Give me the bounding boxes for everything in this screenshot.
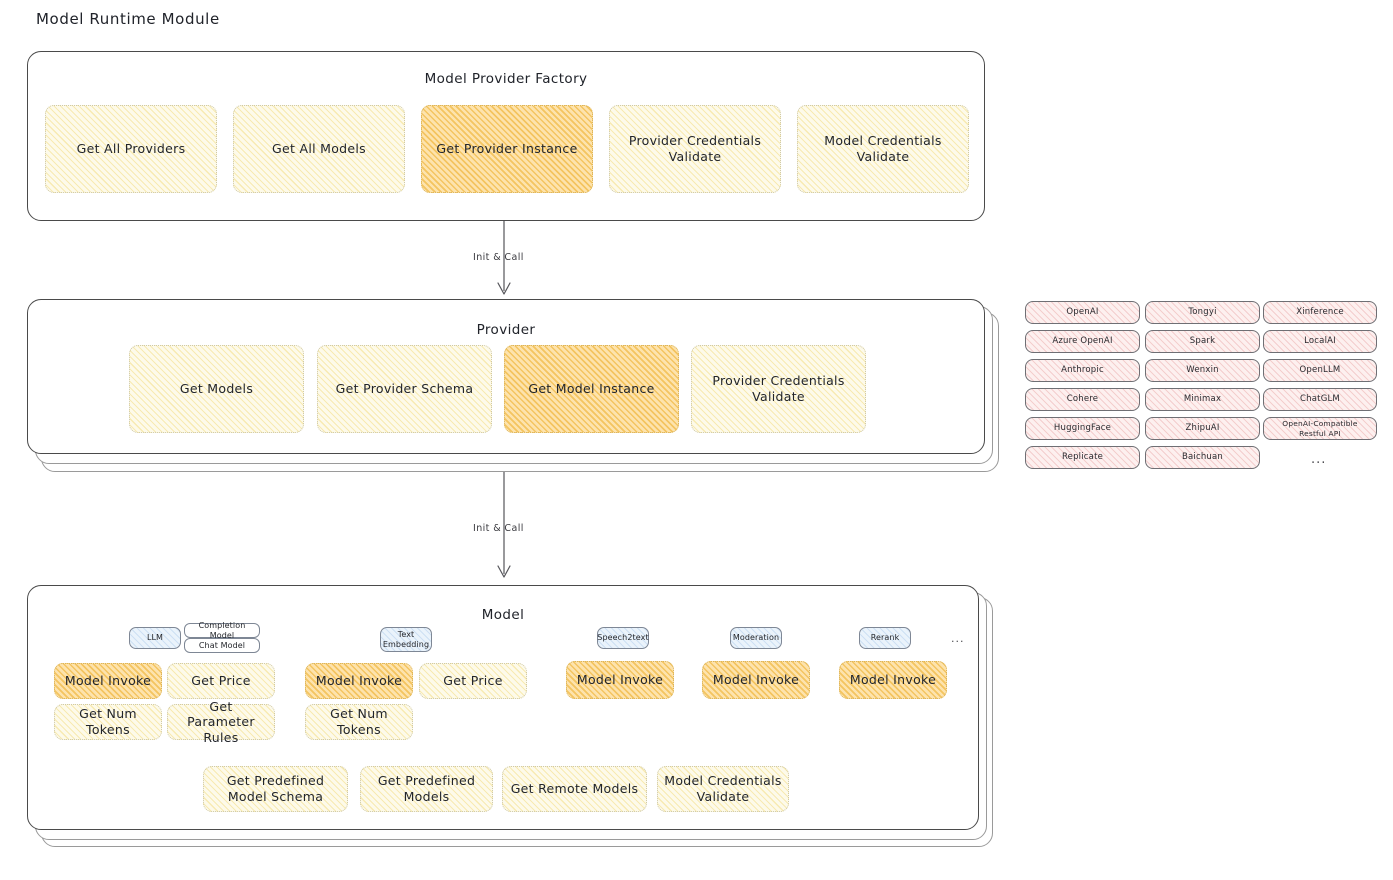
model-method-llm-model-invoke[interactable]: Model Invoke bbox=[54, 663, 162, 699]
model-method-llm-get-num-tokens[interactable]: Get Num Tokens bbox=[54, 704, 162, 740]
model-type-badge-speech2text[interactable]: Speech2text bbox=[597, 627, 649, 649]
model-method-text-embedding-get-price[interactable]: Get Price bbox=[419, 663, 527, 699]
provider-chip-openllm[interactable]: OpenLLM bbox=[1263, 359, 1377, 382]
model-sub-badge-completion-model[interactable]: Completion Model bbox=[184, 621, 260, 640]
model-shared-model-credentials-validate[interactable]: Model Credentials Validate bbox=[657, 766, 789, 812]
factory-item-get-all-models[interactable]: Get All Models bbox=[233, 105, 405, 193]
model-method-speech2text-model-invoke[interactable]: Model Invoke bbox=[566, 661, 674, 699]
provider-chip-baichuan[interactable]: Baichuan bbox=[1145, 446, 1260, 469]
provider-chip-huggingface[interactable]: HuggingFace bbox=[1025, 417, 1140, 440]
provider-item-provider-credentials-validate[interactable]: Provider Credentials Validate bbox=[691, 345, 866, 433]
provider-chip-azure-openai[interactable]: Azure OpenAI bbox=[1025, 330, 1140, 353]
model-shared-get-predefined-model-schema[interactable]: Get Predefined Model Schema bbox=[203, 766, 348, 812]
model-type-badge-moderation[interactable]: Moderation bbox=[730, 627, 782, 649]
provider-chip-zhipuai[interactable]: ZhipuAI bbox=[1145, 417, 1260, 440]
model-provider-factory-title: Model Provider Factory bbox=[424, 71, 588, 87]
provider-chip-xinference[interactable]: Xinference bbox=[1263, 301, 1377, 324]
provider-item-get-provider-schema[interactable]: Get Provider Schema bbox=[317, 345, 492, 433]
factory-item-get-all-providers[interactable]: Get All Providers bbox=[45, 105, 217, 193]
provider-chip-openai[interactable]: OpenAI bbox=[1025, 301, 1140, 324]
page-title: Model Runtime Module bbox=[36, 10, 220, 28]
provider-item-get-model-instance[interactable]: Get Model Instance bbox=[504, 345, 679, 433]
provider-chip-chatglm[interactable]: ChatGLM bbox=[1263, 388, 1377, 411]
provider-chip-replicate[interactable]: Replicate bbox=[1025, 446, 1140, 469]
model-method-rerank-model-invoke[interactable]: Model Invoke bbox=[839, 661, 947, 699]
provider-item-get-models[interactable]: Get Models bbox=[129, 345, 304, 433]
provider-chip-cohere[interactable]: Cohere bbox=[1025, 388, 1140, 411]
arrow-label-init-call-2: Init & Call bbox=[473, 523, 524, 534]
provider-chip-openai-compatible-restful-api[interactable]: OpenAI-Compatible Restful API bbox=[1263, 417, 1377, 440]
model-method-llm-get-price[interactable]: Get Price bbox=[167, 663, 275, 699]
arrow-factory-to-provider bbox=[497, 221, 511, 295]
model-method-text-embedding-model-invoke[interactable]: Model Invoke bbox=[305, 663, 413, 699]
arrow-provider-to-model bbox=[497, 472, 511, 578]
provider-chip-tongyi[interactable]: Tongyi bbox=[1145, 301, 1260, 324]
factory-item-model-credentials-validate[interactable]: Model Credentials Validate bbox=[797, 105, 969, 193]
model-types-more-ellipsis: ... bbox=[951, 632, 965, 645]
provider-chip-localai[interactable]: LocalAI bbox=[1263, 330, 1377, 353]
provider-chip-list-more-ellipsis: ... bbox=[1311, 452, 1327, 467]
model-method-llm-get-parameter-rules[interactable]: Get Parameter Rules bbox=[167, 699, 275, 745]
model-method-text-embedding-get-num-tokens[interactable]: Get Num Tokens bbox=[305, 704, 413, 740]
model-type-badge-rerank[interactable]: Rerank bbox=[859, 627, 911, 649]
provider-chip-minimax[interactable]: Minimax bbox=[1145, 388, 1260, 411]
model-type-badge-text-embedding[interactable]: Text Embedding bbox=[380, 627, 432, 652]
factory-item-provider-credentials-validate[interactable]: Provider Credentials Validate bbox=[609, 105, 781, 193]
model-method-moderation-model-invoke[interactable]: Model Invoke bbox=[702, 661, 810, 699]
model-shared-get-predefined-models[interactable]: Get Predefined Models bbox=[360, 766, 493, 812]
provider-chip-wenxin[interactable]: Wenxin bbox=[1145, 359, 1260, 382]
model-sub-badge-chat-model[interactable]: Chat Model bbox=[184, 638, 260, 653]
factory-item-get-provider-instance[interactable]: Get Provider Instance bbox=[421, 105, 593, 193]
model-type-badge-llm[interactable]: LLM bbox=[129, 627, 181, 649]
provider-chip-spark[interactable]: Spark bbox=[1145, 330, 1260, 353]
provider-title: Provider bbox=[476, 322, 536, 338]
model-shared-get-remote-models[interactable]: Get Remote Models bbox=[502, 766, 647, 812]
arrow-label-init-call-1: Init & Call bbox=[473, 252, 524, 263]
model-title: Model bbox=[481, 607, 525, 623]
provider-chip-anthropic[interactable]: Anthropic bbox=[1025, 359, 1140, 382]
